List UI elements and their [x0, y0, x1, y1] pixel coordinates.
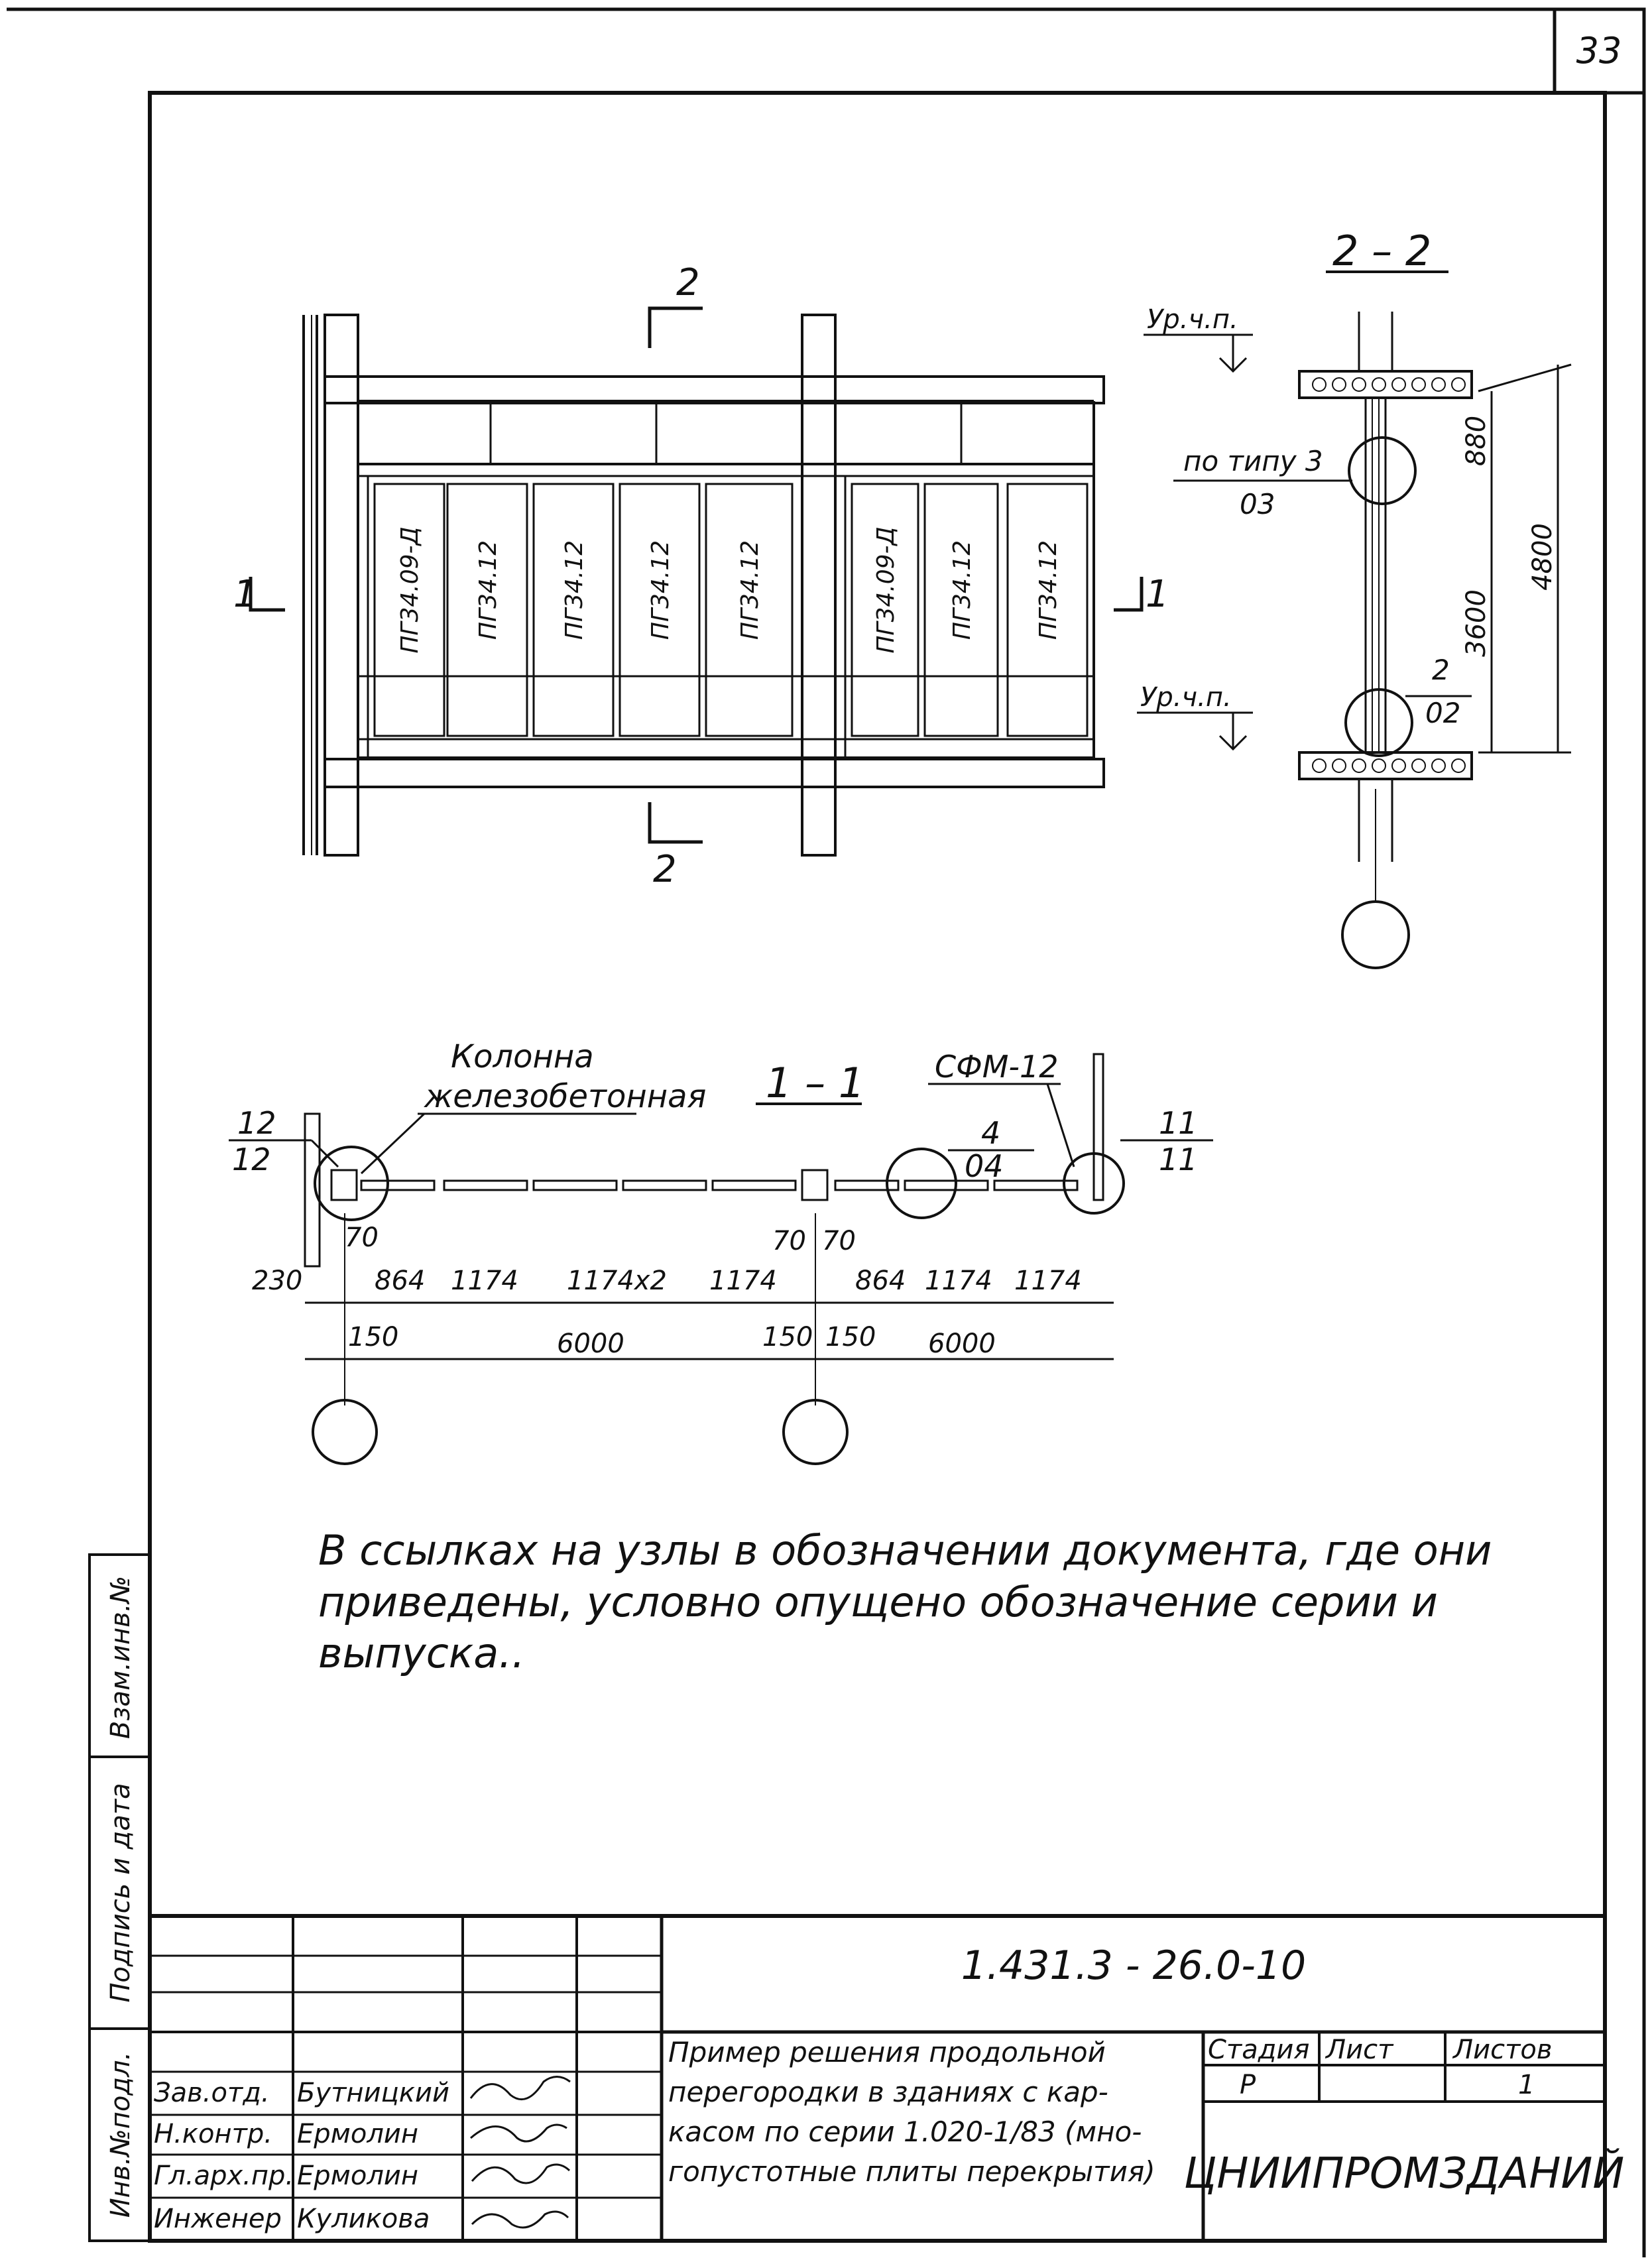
- panel-label: ПГ34.12: [475, 540, 502, 640]
- signatures: [469, 2076, 571, 2229]
- section-mark-1-left: 1: [233, 573, 257, 616]
- title-line-1: Пример решения продольной: [668, 2036, 1106, 2068]
- dim-70: 70: [822, 1226, 856, 1256]
- callout-11-num: 11: [1159, 1105, 1198, 1141]
- section-2-2: 2 – 2 Ур.ч.п. Ур.ч.п.: [1137, 227, 1572, 969]
- section-1-1-title: 1 – 1: [766, 1059, 864, 1107]
- axis-bubble: [1341, 900, 1410, 969]
- panel-label: ПГ34.09-Д: [396, 526, 424, 653]
- dim-864: 864: [855, 1266, 906, 1296]
- section-1-1: 1 – 1 Колонна железобетонная СФМ-12 12: [229, 1038, 1213, 1465]
- axis-bubble: [312, 1399, 378, 1465]
- callout-11-ref: 11: [1159, 1142, 1198, 1177]
- dim-70: 70: [772, 1226, 806, 1256]
- side-stamp-inv-podl: Инв.№подл.: [105, 2052, 136, 2218]
- callout-4-num: 4: [981, 1115, 1000, 1151]
- callout-type3-label: по типу 3: [1183, 445, 1323, 477]
- callout-circle-4: [886, 1148, 957, 1219]
- panel-label: ПГ34.12: [647, 540, 674, 640]
- dim-4800: 4800: [1527, 523, 1558, 591]
- axis-bubble: [782, 1399, 849, 1465]
- callout-12-ref: 12: [232, 1142, 271, 1177]
- level-label-bottom: Ур.ч.п.: [1140, 682, 1232, 713]
- person-name: Ермолин: [297, 2119, 418, 2149]
- person-name: Куликова: [297, 2204, 430, 2234]
- sheet-number-box: [1553, 7, 1646, 95]
- dim-1174x2: 1174х2: [567, 1266, 667, 1296]
- title-line-4: гопустотные плиты перекрытия): [668, 2155, 1155, 2188]
- partition-elevation: ПГ34.09-Д ПГ34.12 ПГ34.12 ПГ34.12 ПГ34.1…: [233, 261, 1169, 891]
- callout-4-ref: 04: [965, 1148, 1004, 1184]
- section-mark-1-right: 1: [1146, 573, 1169, 616]
- callout-2-ref: 02: [1425, 697, 1460, 729]
- person-name: Ермолин: [297, 2161, 418, 2191]
- dim-150: 150: [762, 1322, 813, 1352]
- role: Гл.арх.пр.: [154, 2161, 294, 2191]
- hollow-core-voids: [1312, 377, 1466, 773]
- callout-2-num: 2: [1432, 654, 1450, 686]
- document-code: 1.431.3 - 26.0-10: [961, 1942, 1306, 1989]
- drawing-note: В ссылках на узлы в обозначении документ…: [318, 1526, 1492, 1677]
- level-label-top: Ур.ч.п.: [1147, 304, 1238, 335]
- sheets-header: Листов: [1452, 2035, 1552, 2065]
- dim-880: 880: [1461, 416, 1492, 466]
- title-line-3: касом по серии 1.020-1/83 (мно-: [668, 2115, 1142, 2148]
- dim-1174: 1174: [1014, 1266, 1082, 1296]
- column-label-line1: Колонна: [451, 1038, 594, 1075]
- role: Инженер: [154, 2204, 282, 2234]
- elevation-panels: [373, 483, 1089, 737]
- panel-label: ПГ34.09-Д: [872, 526, 900, 653]
- callout-type3-ref: 03: [1240, 488, 1275, 520]
- dim-6000: 6000: [557, 1329, 624, 1359]
- dim-3600: 3600: [1461, 589, 1492, 657]
- callout-circle-type3: [1348, 436, 1417, 505]
- dim-230: 230: [252, 1266, 302, 1296]
- column-label-line2: железобетонная: [424, 1078, 706, 1115]
- panel-label: ПГ34.12: [949, 540, 976, 640]
- person-name: Бутницкий: [297, 2078, 449, 2108]
- sheet-header: Лист: [1325, 2035, 1394, 2065]
- organization: ЦНИИПРОМЗДАНИЙ: [1184, 2148, 1625, 2198]
- title-block: 1.431.3 - 26.0-10 Пример решения продоль…: [148, 1914, 1625, 2243]
- role: Зав.отд.: [154, 2078, 270, 2108]
- stage-header: Стадия: [1208, 2035, 1309, 2065]
- dim-150: 150: [348, 1322, 398, 1352]
- sheets-value: 1: [1518, 2070, 1535, 2100]
- callout-12-num: 12: [237, 1105, 276, 1141]
- panel-label: ПГ34.12: [561, 540, 588, 640]
- sheet-number: 33: [1576, 30, 1622, 72]
- side-stamp: Инв.№подл. Подпись и дата Взам.инв.№: [88, 1553, 151, 2242]
- callout-circle-11: [1063, 1152, 1125, 1215]
- side-stamp-signature-date: Подпись и дата: [105, 1783, 136, 2002]
- callout-circle-12: [314, 1146, 389, 1221]
- section-mark-2-top: 2: [676, 261, 700, 304]
- dim-864: 864: [375, 1266, 425, 1296]
- dim-1174: 1174: [709, 1266, 777, 1296]
- plan-panels: [360, 1179, 1079, 1191]
- dim-1174: 1174: [925, 1266, 992, 1296]
- side-stamp-vzam-inv: Взам.инв.№: [105, 1576, 136, 1739]
- panel-label: ПГ34.12: [737, 540, 764, 640]
- dim-70: 70: [345, 1222, 379, 1253]
- title-line-2: перегородки в зданиях с кар-: [668, 2076, 1108, 2108]
- section-mark-2-bottom: 2: [653, 848, 677, 891]
- panel-label: ПГ34.12: [1035, 540, 1062, 640]
- dim-150: 150: [825, 1322, 876, 1352]
- section-2-2-title: 2 – 2: [1332, 227, 1431, 275]
- callout-circle-2: [1344, 688, 1413, 757]
- role: Н.контр.: [154, 2119, 272, 2149]
- stage-value: Р: [1240, 2070, 1256, 2100]
- dim-1174: 1174: [451, 1266, 518, 1296]
- dim-6000: 6000: [928, 1329, 996, 1359]
- sfm-label: СФМ-12: [935, 1049, 1059, 1085]
